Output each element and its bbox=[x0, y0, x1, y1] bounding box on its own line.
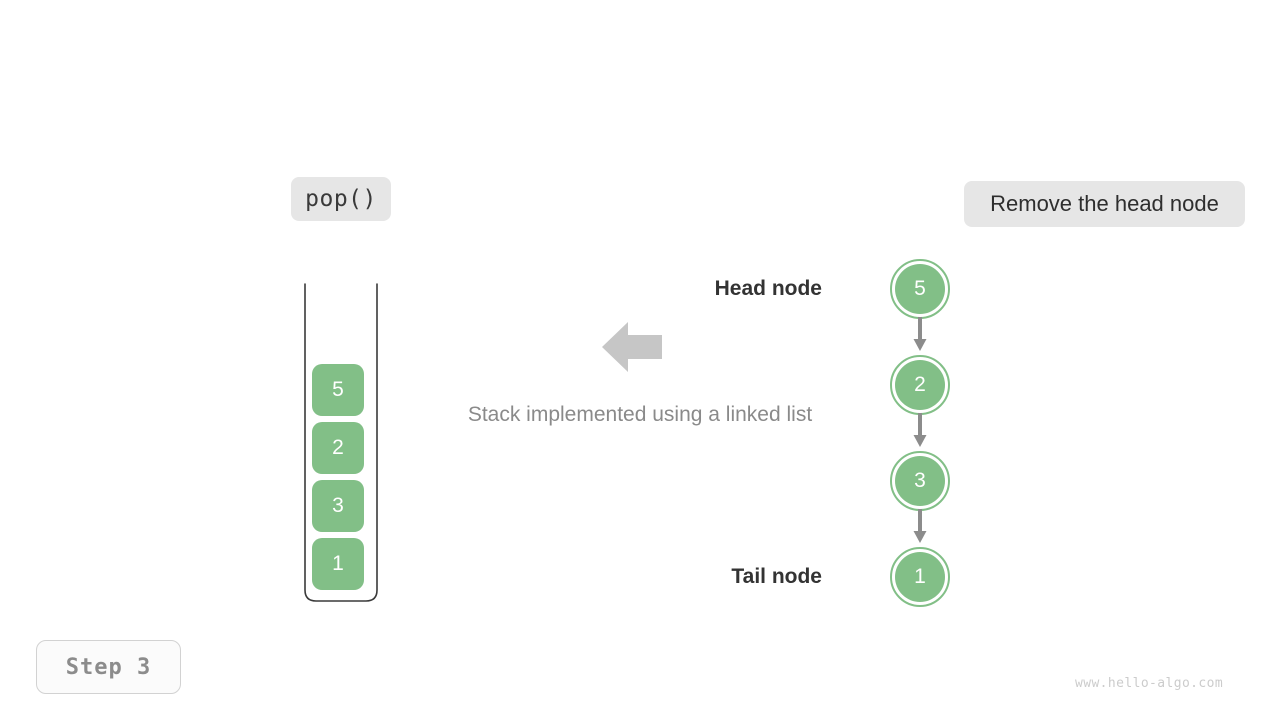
stack-cell-value: 1 bbox=[332, 552, 344, 575]
stack-cell-value: 2 bbox=[332, 436, 344, 459]
stack-cell-value: 3 bbox=[332, 494, 344, 517]
step-chip: Step 3 bbox=[36, 640, 181, 694]
stack-cell: 5 bbox=[312, 364, 364, 416]
node-value: 3 bbox=[914, 469, 926, 492]
stack-cell-list: 5 2 3 1 bbox=[312, 364, 366, 590]
node-value: 1 bbox=[914, 565, 926, 588]
list-node: 3 bbox=[890, 451, 950, 511]
watermark: www.hello-algo.com bbox=[1075, 676, 1224, 691]
node-value: 2 bbox=[914, 373, 926, 396]
link-arrow-icon bbox=[913, 413, 927, 447]
list-node: 5 Head node bbox=[715, 259, 950, 319]
operation-chip: pop() bbox=[291, 177, 391, 221]
step-label: Step 3 bbox=[65, 654, 152, 680]
list-node: 1 Tail node bbox=[731, 547, 950, 607]
list-node: 2 bbox=[890, 355, 950, 415]
left-arrow-icon bbox=[602, 322, 662, 372]
operation-label: pop() bbox=[305, 186, 377, 212]
node-core: 1 bbox=[895, 552, 945, 602]
tail-node-label: Tail node bbox=[731, 565, 822, 588]
stack-cell: 1 bbox=[312, 538, 364, 590]
linked-list-diagram: 5 Head node 2 3 1 Tail node bbox=[700, 255, 1000, 625]
stack-diagram: 5 2 3 1 bbox=[296, 278, 386, 608]
action-chip: Remove the head node bbox=[964, 181, 1245, 227]
head-node-label: Head node bbox=[714, 277, 822, 300]
stack-container-outline bbox=[304, 283, 378, 602]
stack-cell: 3 bbox=[312, 480, 364, 532]
diagram-caption: Stack implemented using a linked list bbox=[467, 403, 813, 426]
node-core: 2 bbox=[895, 360, 945, 410]
node-value: 5 bbox=[914, 277, 926, 300]
action-label: Remove the head node bbox=[990, 191, 1219, 216]
stack-cell-value: 5 bbox=[332, 378, 344, 401]
node-core: 5 bbox=[895, 264, 945, 314]
link-arrow-icon bbox=[913, 509, 927, 543]
node-outer-ring bbox=[890, 547, 950, 607]
link-arrow-icon bbox=[913, 317, 927, 351]
node-core: 3 bbox=[895, 456, 945, 506]
stack-cell: 2 bbox=[312, 422, 364, 474]
